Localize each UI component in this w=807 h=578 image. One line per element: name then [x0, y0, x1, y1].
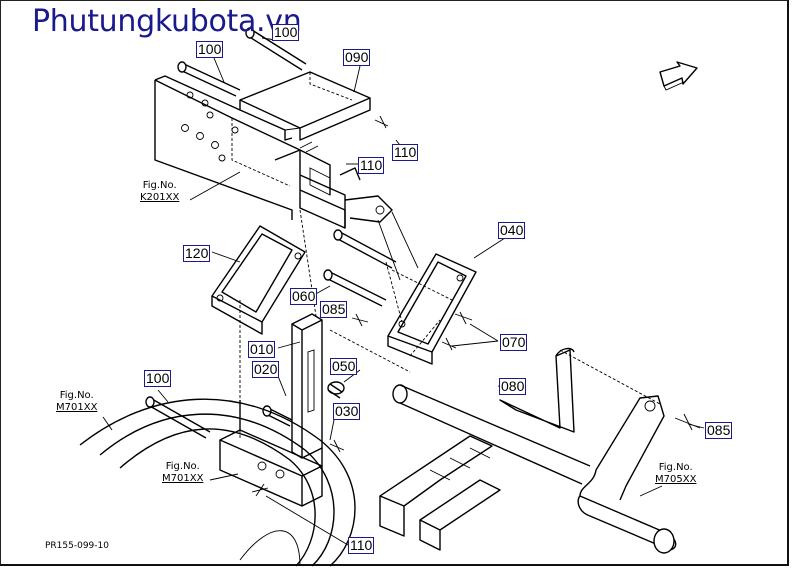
bush-050 — [327, 381, 345, 399]
lift-arm — [577, 395, 701, 554]
diagram-frame — [0, 0, 789, 566]
bracket-090 — [239, 71, 371, 141]
part-ref-060[interactable]: 060 — [290, 288, 318, 305]
fig-ref-label: Fig.No. — [165, 461, 200, 472]
fig-ref-label: Fig.No. — [142, 180, 177, 191]
fig-ref-label: Fig.No. — [59, 390, 94, 401]
clip-pins-lower — [251, 439, 345, 497]
document-code: PR155-099-10 — [45, 541, 109, 551]
part-ref-100-b[interactable]: 100 — [272, 24, 300, 41]
part-ref-120[interactable]: 120 — [183, 245, 211, 262]
part-ref-010[interactable]: 010 — [248, 341, 276, 358]
fig-ref-m701xx-center[interactable]: Fig.No. M701XX — [162, 461, 203, 485]
fig-ref-code: M701XX — [56, 402, 98, 413]
fig-ref-label: Fig.No. — [658, 462, 693, 473]
pin-060-upper — [333, 229, 397, 269]
clip-pins-070 — [351, 311, 473, 351]
part-ref-110-b[interactable]: 110 — [392, 144, 419, 161]
part-ref-110-c[interactable]: 110 — [348, 537, 375, 554]
fig-ref-code: M705XX — [655, 474, 697, 485]
pin-top-left — [177, 61, 241, 97]
mounting-plate — [154, 75, 361, 229]
part-ref-040[interactable]: 040 — [498, 222, 526, 239]
lift-rod-080 — [499, 347, 575, 433]
fig-ref-k201xx[interactable]: Fig.No. K201XX — [140, 180, 179, 204]
pin-100-lower — [145, 396, 211, 439]
hitch-frame — [379, 435, 501, 551]
fig-ref-code: K201XX — [140, 192, 180, 203]
fig-ref-m705xx[interactable]: Fig.No. M705XX — [655, 462, 696, 486]
cross-tube — [392, 384, 591, 485]
part-ref-050[interactable]: 050 — [330, 358, 358, 375]
fig-ref-m701xx-left[interactable]: Fig.No. M701XX — [56, 390, 97, 414]
pivot-bracket — [344, 195, 419, 281]
part-ref-110-a[interactable]: 110 — [358, 157, 385, 174]
part-ref-080[interactable]: 080 — [499, 378, 527, 395]
pin-top-right — [245, 27, 307, 71]
link-120 — [211, 225, 306, 335]
part-ref-085-a[interactable]: 085 — [320, 301, 348, 318]
pin-060-lower — [323, 269, 387, 307]
curved-frame — [79, 398, 356, 567]
post-010 — [291, 313, 323, 459]
front-direction-arrow-icon — [659, 61, 698, 91]
pin-020 — [262, 405, 293, 427]
part-ref-030[interactable]: 030 — [333, 403, 361, 420]
link-040 — [387, 253, 477, 365]
part-ref-090[interactable]: 090 — [343, 49, 371, 66]
fig-ref-code: M701XX — [162, 473, 204, 484]
part-ref-085-b[interactable]: 085 — [705, 422, 733, 439]
part-ref-070[interactable]: 070 — [500, 334, 528, 351]
part-ref-100-c[interactable]: 100 — [144, 370, 172, 387]
part-ref-020[interactable]: 020 — [252, 361, 280, 378]
watermark-text: Phutungkubota.vn — [32, 4, 302, 39]
part-ref-100-a[interactable]: 100 — [196, 41, 224, 58]
